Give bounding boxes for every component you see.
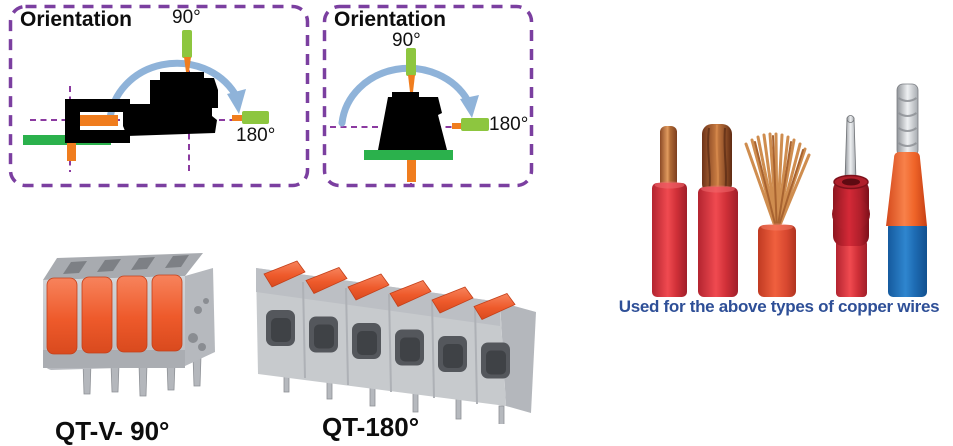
front-face (43, 276, 185, 370)
product-label-qt-180: QT-180° (322, 412, 420, 442)
product-photo-qt-180 (256, 260, 536, 424)
angle-180-label: 180° (489, 114, 529, 135)
end-cap (500, 302, 536, 413)
panel-title: Orientation (334, 8, 447, 31)
fine-stranded-wire (744, 132, 811, 297)
copper-wires-photo (652, 83, 927, 297)
wire-pin-side-icon (452, 118, 489, 131)
pin-terminal-wire (832, 115, 870, 297)
dashed-border (8, 4, 310, 188)
rotation-arc-icon (338, 64, 479, 127)
cell-dividers (302, 281, 478, 405)
terminal-silhouette-90-icon (123, 72, 218, 136)
wire-entry-holes (266, 310, 510, 379)
product-label-qt-v-90: QT-V- 90° (55, 416, 170, 446)
stranded-copper-wire (698, 124, 738, 297)
side-face (185, 268, 215, 366)
orientation-diagram-180 (322, 4, 534, 188)
pin-down-icon (67, 143, 76, 161)
wire-pin-side-icon (232, 111, 269, 124)
angle-180-label: 180° (236, 125, 276, 146)
angle-90-label: 90° (392, 30, 421, 51)
pin-down-icon (407, 160, 416, 182)
top-face (43, 253, 203, 280)
wire-pin-top-icon (182, 30, 192, 72)
top-slots (63, 255, 189, 274)
orientation-panel-90: Orientation 90° 180° (8, 4, 310, 188)
e-profile-shape (65, 99, 130, 143)
angle-90-label: 90° (172, 7, 201, 28)
terminal-silhouette-180-icon (378, 92, 447, 150)
solid-copper-wire (652, 126, 687, 297)
rotation-arc-icon (106, 59, 246, 124)
dashed-border (322, 4, 534, 188)
pin-legs (82, 355, 202, 397)
product-photo-qt-v-90 (43, 253, 215, 397)
side-profile-icon (23, 99, 130, 161)
pcb-bar-icon (364, 150, 453, 160)
orange-levers (46, 274, 183, 355)
wire-in-profile-icon (80, 115, 118, 126)
pin-legs (283, 371, 505, 424)
orientation-panel-180: Orientation 90° 180° (322, 4, 534, 188)
orange-levers (263, 260, 516, 321)
side-holes (188, 298, 209, 351)
orientation-diagram-90 (8, 4, 310, 188)
panel-title: Orientation (20, 8, 133, 31)
ferrule-wire (886, 83, 927, 297)
wires-caption: Used for the above types of copper wires (618, 297, 940, 316)
wire-pin-top-icon (406, 48, 416, 92)
front-base-strip (43, 350, 185, 368)
